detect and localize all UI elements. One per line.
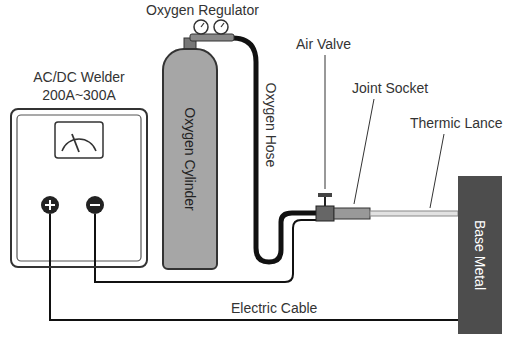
- air-valve: [316, 206, 334, 221]
- leader-line: [430, 134, 444, 208]
- welder-panel: [17, 115, 141, 261]
- cable-label: Electric Cable: [231, 299, 317, 317]
- minus-sign: [90, 204, 100, 206]
- plus-sign: [45, 200, 55, 210]
- part-label: Joint Socket: [352, 79, 428, 97]
- meter-scale: [62, 139, 96, 151]
- part-label: Thermic Lance: [410, 114, 503, 132]
- regulator-gauge: [214, 20, 228, 34]
- welder-unit: AC/DC Welder200A~300A: [10, 68, 148, 268]
- leader-line: [354, 99, 374, 204]
- gauge-needle: [221, 23, 224, 27]
- cable-stub: [49, 214, 51, 268]
- current-range: 200A~300A: [10, 86, 148, 104]
- meter-needle: [72, 134, 79, 152]
- regulator-body: [190, 34, 234, 41]
- valve-stem: [324, 197, 326, 206]
- part-label: Oxygen Regulator: [146, 1, 259, 19]
- part-label: Air Valve: [296, 35, 351, 53]
- electric-cable: [50, 268, 458, 320]
- part-label: Oxygen Hose: [262, 83, 280, 168]
- thermic-lance: [370, 211, 458, 216]
- valve-handle: [318, 193, 332, 197]
- meter: [55, 122, 103, 158]
- plus-terminal: [41, 196, 59, 214]
- gauge-needle: [201, 23, 204, 27]
- oxygen-hose: [232, 38, 318, 262]
- node-text: Oxygen Cylinder: [182, 107, 198, 211]
- welder-title: AC/DC Welder: [10, 68, 148, 86]
- minus-terminal: [86, 196, 104, 214]
- regulator-gauge: [194, 20, 208, 34]
- leader-line: [325, 55, 326, 189]
- joint-socket: [334, 208, 370, 219]
- welder-body: [10, 108, 148, 268]
- base-metal: Base Metal: [458, 176, 502, 334]
- oxygen-cylinder: Oxygen Cylinder: [162, 48, 218, 270]
- node-text: Base Metal: [472, 220, 488, 290]
